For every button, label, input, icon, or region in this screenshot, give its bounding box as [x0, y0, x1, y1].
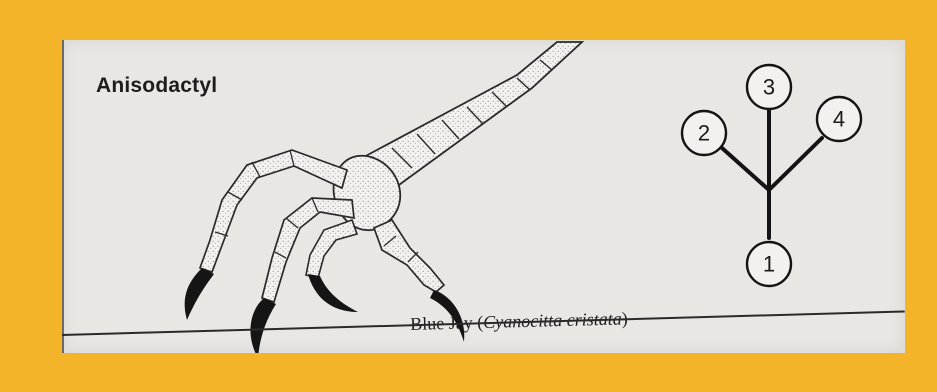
book-page: Anisodactyl [62, 40, 905, 353]
toe-line-4 [769, 138, 822, 190]
toe-4-node: 4 [817, 97, 861, 141]
toe-line-2 [722, 148, 769, 190]
toe-3-node: 3 [747, 65, 791, 109]
toe-2-node: 2 [682, 111, 726, 155]
toe-1-node: 1 [747, 242, 791, 286]
toe-2-label: 2 [698, 121, 710, 146]
toe-3-label: 3 [763, 75, 775, 100]
toe-1-label: 1 [763, 252, 775, 277]
toe-lines [722, 108, 822, 238]
toe-4-label: 4 [833, 107, 845, 132]
toe-arrangement-diagram: 1 2 3 4 [62, 40, 905, 353]
